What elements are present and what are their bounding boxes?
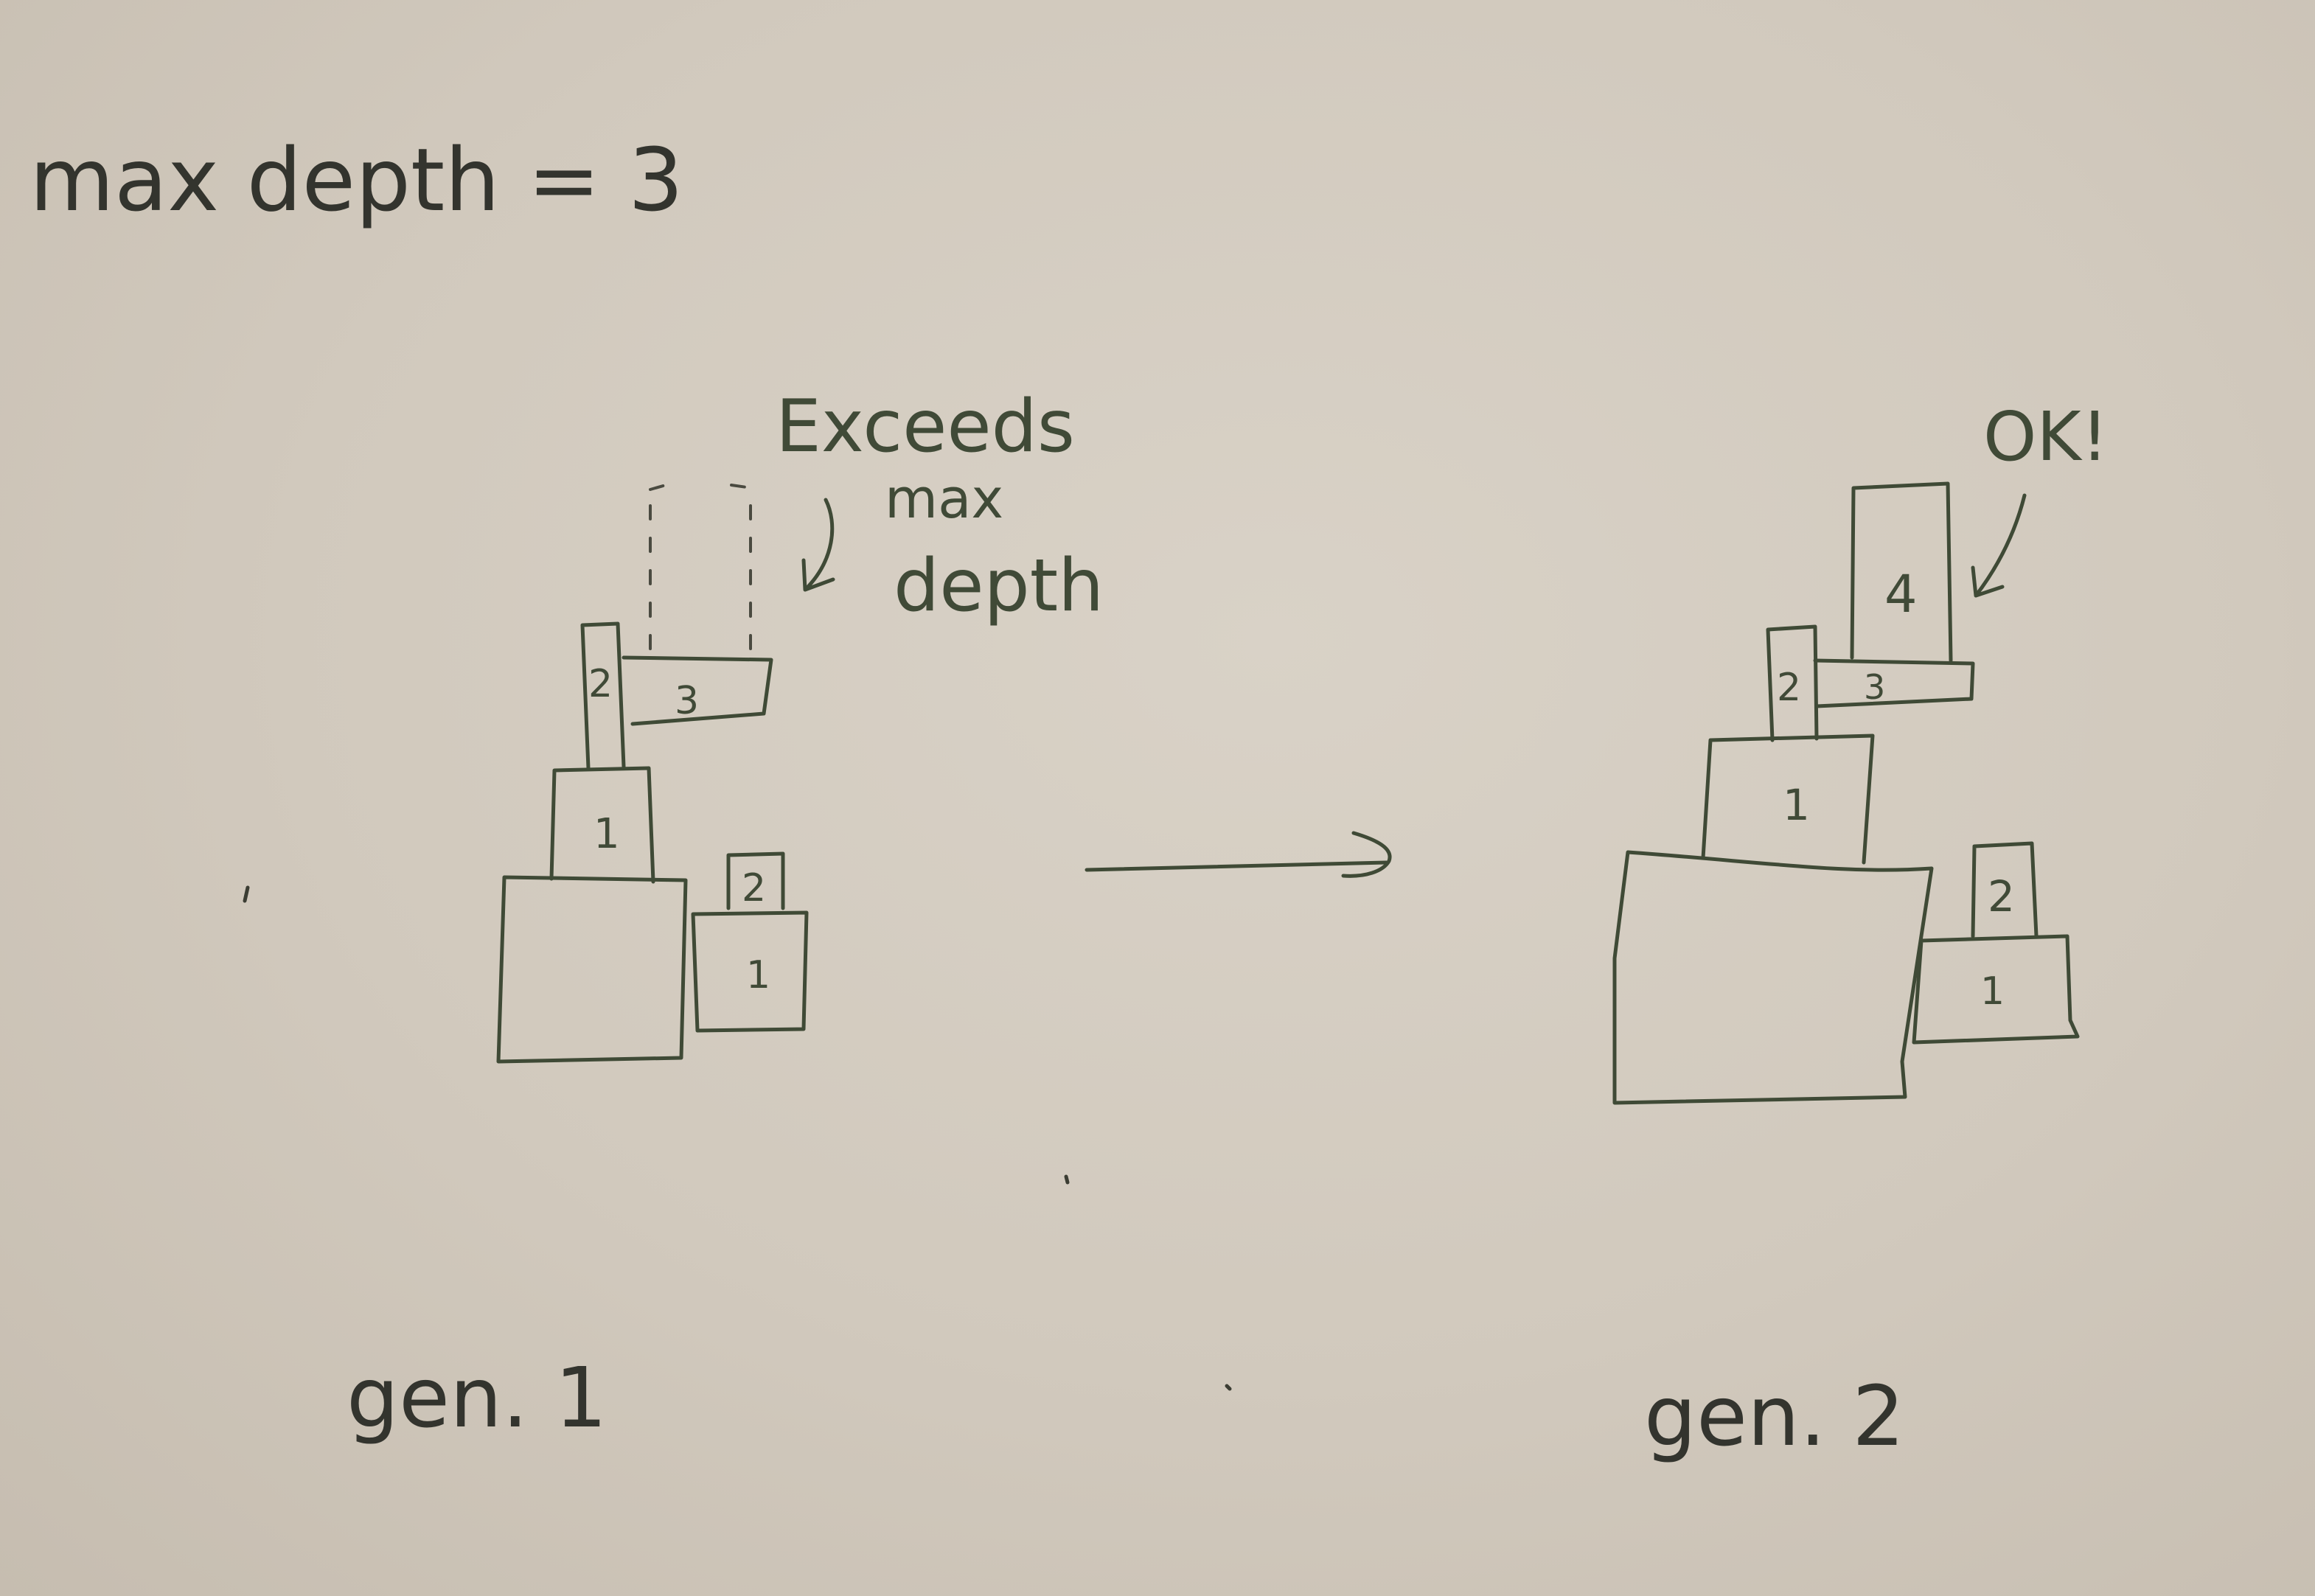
gen1-tall-block-label: 2 [588,662,613,706]
gen2-stack-block [1701,733,1875,865]
gen2-right-base-label: 1 [1980,969,2005,1014]
gen2-top-block [1850,481,1953,663]
gen2-annotation-arrow [1971,493,2027,598]
stray-mark [1225,1384,1232,1391]
gen1-ledge-block [622,655,773,726]
gen1-ledge-block-label: 3 [675,679,699,723]
gen1-right-top-block [726,851,785,910]
gen1-annotation-max: max [885,467,1003,531]
gen2-label: gen. 2 [1644,1369,1904,1465]
transition-arrow [1085,831,1392,878]
max-depth-heading: max depth = 3 [29,129,683,231]
gen1-annotation-exceeds: Exceeds [776,385,1075,469]
stray-mark [243,885,250,903]
gen1-stack-block [549,766,655,884]
gen2-annotation-ok: OK! [1983,397,2109,476]
gen2-top-block-label: 4 [1884,564,1918,624]
gen1-label: gen. 1 [347,1351,607,1446]
gen1-right-top-label: 2 [742,866,766,910]
gen2-right-base-block [1912,934,2080,1045]
gen1-annotation-depth: depth [894,544,1104,628]
gen1-exceeding-outline [649,482,753,650]
gen2-base-block [1612,850,1934,1105]
gen2-ledge-block-label: 3 [1864,667,1885,707]
gen1-annotation-arrow [801,498,835,592]
gen2-ledge-block [1813,658,1975,708]
gen2-right-top-label: 2 [1988,871,2015,921]
gen1-right-base-label: 1 [746,953,770,997]
gen1-right-base-block [691,910,809,1033]
gen2-tall-block-label: 2 [1777,666,1801,710]
gen1-stack-block-label: 1 [593,810,620,858]
stray-mark [1064,1174,1070,1185]
gen1-diagram: 1 2 3 1 2 [496,482,809,1064]
gen2-stack-block-label: 1 [1783,780,1810,830]
gen2-right-top-block [1971,841,2039,938]
gen1-tall-block [580,621,626,770]
gen1-base-block [496,875,688,1064]
gen2-diagram: 1 2 3 4 1 2 [1612,481,2080,1105]
gen2-tall-block [1766,624,1819,742]
